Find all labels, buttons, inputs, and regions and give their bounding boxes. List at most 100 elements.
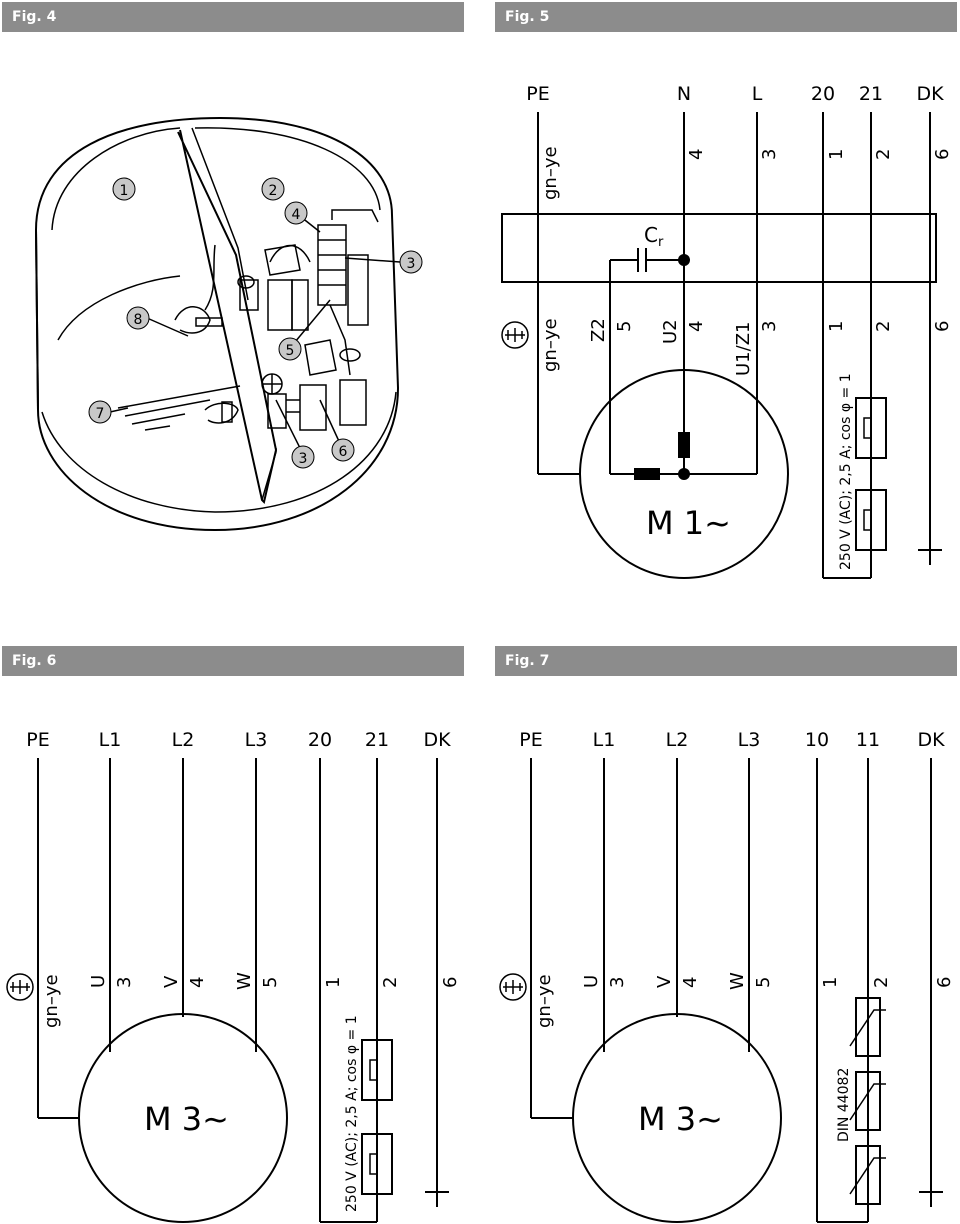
- fig4-title: Fig. 4: [2, 2, 464, 32]
- fig6-terminal-dk: DK: [423, 729, 451, 751]
- fig5-wiring-diagram: PE N L 20 21 DK gn–ye 4 3 1 2 6 gn–ye Z2: [501, 83, 953, 579]
- svg-text:3: 3: [407, 256, 416, 272]
- fig4-callout-6: 6: [331, 438, 355, 462]
- fig4-callout-7: 7: [88, 400, 112, 424]
- fig5-bottom-6: 6: [932, 321, 953, 332]
- fig5-bottom-4: 4: [686, 321, 707, 332]
- fig6-label-u: U: [88, 975, 109, 988]
- fig5-terminal-20: 20: [811, 83, 835, 105]
- fig5-terminal-l: L: [752, 83, 763, 105]
- fig7-label-3: 3: [607, 977, 628, 988]
- fig7-label-w: W: [727, 972, 748, 990]
- fig5-top-3: 3: [759, 149, 780, 160]
- svg-text:M 3~: M 3~: [638, 1100, 723, 1138]
- fig6-label-4: 4: [187, 977, 208, 988]
- fig7-terminal-pe: PE: [519, 729, 542, 751]
- fig5-top-4: 4: [686, 149, 707, 160]
- fig5-top-1: 1: [826, 149, 847, 160]
- fig5-top-2: 2: [873, 149, 894, 160]
- svg-text:6: 6: [339, 444, 348, 460]
- svg-text:C: C: [644, 223, 658, 247]
- fig7-motor-three-phase: M 3~: [531, 1013, 782, 1223]
- fig7-terminal-l1: L1: [593, 729, 616, 751]
- fig7-earth-icon: [499, 973, 527, 1001]
- fig4-callout-5: 5: [278, 337, 302, 361]
- fig6-label-5: 5: [260, 977, 281, 988]
- fig6-title: Fig. 6: [2, 646, 464, 676]
- fig5-bottom-u1z1: U1/Z1: [733, 322, 754, 376]
- fig7-terminal-l3: L3: [738, 729, 761, 751]
- fig4-callout-8: 8: [126, 306, 150, 330]
- fig5-thermal-switches: 250 V (AC); 2,5 A; cos φ = 1: [823, 373, 887, 579]
- fig7-ptc-thermistors: DIN 44082: [817, 997, 886, 1223]
- fig7-wiring-diagram: PE L1 L2 L3 10 11 DK gn–ye U 3 V 4 W 5 1…: [499, 729, 955, 1223]
- svg-text:7: 7: [96, 406, 105, 422]
- fig7-label-5: 5: [753, 977, 774, 988]
- fig7-label-gnye: gn–ye: [534, 974, 555, 1028]
- svg-text:DIN 44082: DIN 44082: [836, 1068, 852, 1142]
- svg-text:r: r: [658, 235, 664, 250]
- svg-text:4: 4: [292, 207, 301, 223]
- svg-text:8: 8: [134, 312, 143, 328]
- fig4-callout-4: 4: [284, 201, 308, 225]
- fig4-panel: Fig. 4: [0, 0, 480, 612]
- fig7-title: Fig. 7: [495, 646, 957, 676]
- fig5-bottom-5: 5: [614, 321, 635, 332]
- fig7-panel: Fig. 7 PE L1 L2 L3 10 11 DK gn–ye U 3 V …: [480, 612, 960, 1224]
- fig7-label-v: V: [654, 975, 675, 988]
- fig5-top-6: 6: [932, 149, 953, 160]
- fig5-bottom-gnye: gn–ye: [540, 318, 561, 372]
- fig6-terminal-21: 21: [365, 729, 389, 751]
- fig7-label-6: 6: [934, 977, 955, 988]
- fig6-motor-three-phase: M 3~: [38, 1013, 288, 1223]
- fig5-bottom-3: 3: [759, 321, 780, 332]
- fig7-label-1: 1: [820, 977, 841, 988]
- fig6-terminal-l3: L3: [245, 729, 268, 751]
- fig5-capacitor: C r: [609, 223, 690, 474]
- svg-text:M 1~: M 1~: [646, 504, 731, 542]
- fig7-terminal-l2: L2: [666, 729, 689, 751]
- fig5-terminal-pe: PE: [526, 83, 549, 105]
- svg-text:5: 5: [286, 343, 295, 359]
- fig4-sump-illustration: 1 2 4 3 8 5 7 3: [34, 116, 423, 532]
- fig6-label-v: V: [161, 975, 182, 988]
- fig6-label-6: 6: [440, 977, 461, 988]
- fig5-terminal-dk: DK: [916, 83, 944, 105]
- fig5-bottom-1: 1: [826, 321, 847, 332]
- svg-text:1: 1: [120, 183, 129, 199]
- fig7-terminal-10: 10: [805, 729, 829, 751]
- fig5-title: Fig. 5: [495, 2, 957, 32]
- svg-text:2: 2: [269, 183, 278, 199]
- fig7-terminal-dk: DK: [917, 729, 945, 751]
- fig6-thermal-switches: 250 V (AC); 2,5 A; cos φ = 1: [320, 1015, 393, 1223]
- fig5-motor-single-phase: M 1~: [538, 369, 789, 579]
- fig6-earth-icon: [6, 973, 34, 1001]
- svg-text:M 3~: M 3~: [144, 1100, 229, 1138]
- fig6-label-3: 3: [114, 977, 135, 988]
- fig6-terminal-20: 20: [308, 729, 332, 751]
- svg-text:3: 3: [299, 451, 308, 467]
- fig5-bottom-2: 2: [873, 321, 894, 332]
- fig7-label-2: 2: [871, 977, 892, 988]
- fig7-label-4: 4: [680, 977, 701, 988]
- fig7-terminal-11: 11: [856, 729, 880, 751]
- fig5-terminal-21: 21: [859, 83, 883, 105]
- fig4-callout-3-upper: 3: [399, 250, 423, 274]
- fig4-callout-3-lower: 3: [291, 445, 315, 469]
- svg-text:250 V (AC); 2,5 A; cos φ = 1: 250 V (AC); 2,5 A; cos φ = 1: [838, 373, 854, 570]
- fig4-callout-1: 1: [112, 177, 136, 201]
- fig5-panel: Fig. 5 PE N L 20 21 DK gn–ye 4 3 1 2 6: [480, 0, 960, 612]
- fig4-callout-2: 2: [261, 177, 285, 201]
- fig6-panel: Fig. 6 PE L1 L2 L3 20 21 DK gn–ye U 3 V …: [0, 612, 480, 1224]
- fig6-wiring-diagram: PE L1 L2 L3 20 21 DK gn–ye U 3 V 4 W 5 1…: [6, 729, 461, 1223]
- fig5-bottom-z2: Z2: [588, 318, 609, 342]
- fig6-label-2: 2: [380, 977, 401, 988]
- fig6-terminal-pe: PE: [26, 729, 49, 751]
- fig6-label-gnye: gn–ye: [41, 974, 62, 1028]
- fig5-top-gnye: gn–ye: [540, 146, 561, 200]
- fig6-label-w: W: [234, 972, 255, 990]
- svg-text:250 V (AC); 2,5 A; cos φ = 1: 250 V (AC); 2,5 A; cos φ = 1: [344, 1015, 360, 1212]
- fig6-terminal-l1: L1: [99, 729, 122, 751]
- fig5-bottom-u2: U2: [660, 319, 681, 344]
- fig6-terminal-l2: L2: [172, 729, 195, 751]
